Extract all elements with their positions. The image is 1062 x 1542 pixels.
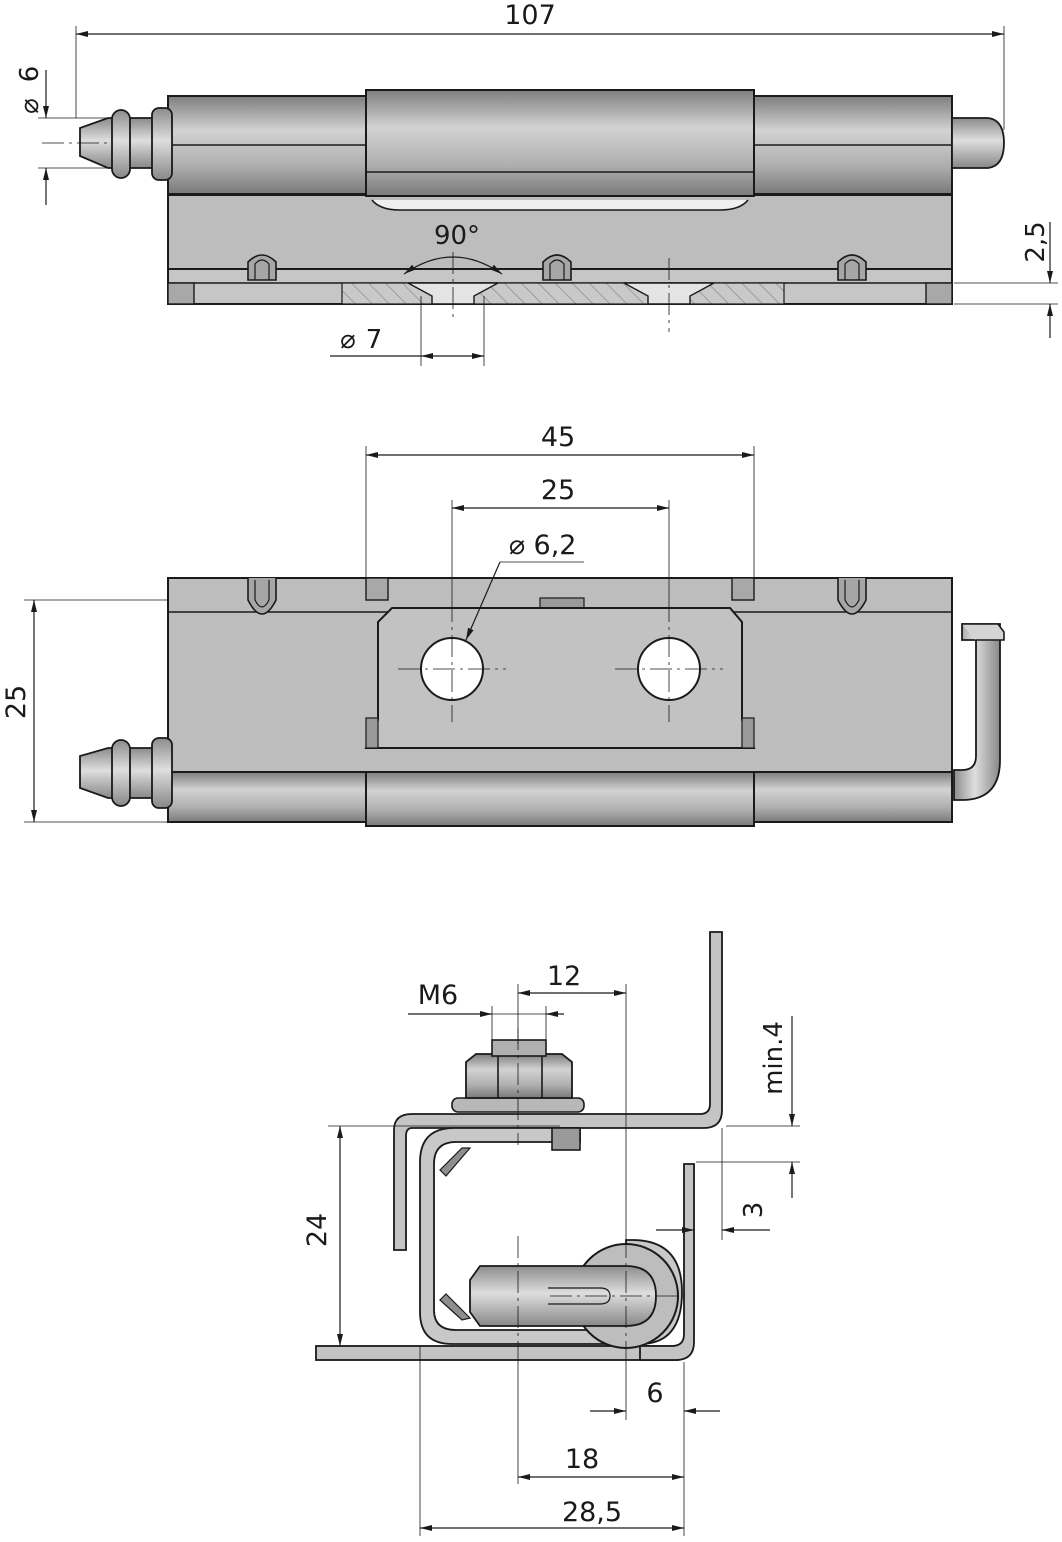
- dim-countersink-angle: 90°: [434, 221, 480, 251]
- front-view: 45 25 ⌀ 6,2 25: [1, 422, 1005, 827]
- top-view: 107 ⌀ 6 90° ⌀ 7 2,5: [15, 0, 1058, 366]
- inner-leaf-section: [419, 1127, 683, 1345]
- dim-center-distance: 18: [565, 1444, 599, 1475]
- dim-thread-offset: 12: [547, 961, 581, 992]
- dim-section-height: 24: [302, 1213, 333, 1247]
- diameter-symbol: ⌀: [15, 98, 45, 114]
- hex-nut-icon: [465, 1053, 573, 1099]
- dim-hole-diameter: 6,2: [534, 530, 577, 561]
- diameter-symbol: ⌀: [340, 325, 356, 355]
- front-barrel-left: [167, 771, 367, 823]
- dim-hole-spacing: 25: [541, 475, 575, 506]
- dim-clearance: 3: [739, 1202, 769, 1219]
- section-hatch: [341, 282, 785, 305]
- dim-min-gap: min.4: [759, 1021, 789, 1095]
- dim-pin-diameter: 6: [15, 66, 45, 83]
- dim-total-depth: 28,5: [562, 1497, 622, 1528]
- dim-thread: M6: [418, 980, 458, 1011]
- right-bracket: [639, 1163, 695, 1361]
- pin-ring: [111, 109, 131, 179]
- side-view: 12 M6 min.4 3 24 6 18: [302, 931, 800, 1536]
- knuckle-center: [365, 89, 755, 197]
- dim-leaf-width: 45: [541, 422, 575, 453]
- dim-countersink-diameter: 7: [366, 325, 383, 355]
- rivet-icon: [247, 578, 277, 615]
- dim-height: 25: [1, 685, 32, 719]
- pin-right: [951, 117, 1005, 169]
- rivet-icon: [542, 254, 572, 281]
- rivet-icon: [837, 254, 867, 281]
- dim-overall-length: 107: [504, 0, 556, 31]
- rivet-icon: [837, 578, 867, 615]
- rivet-icon: [247, 254, 277, 281]
- spacer-block: [551, 1127, 581, 1151]
- pin-right-bent: [953, 623, 1001, 801]
- diameter-symbol: ⌀: [509, 530, 525, 561]
- upper-bracket: [393, 931, 723, 1251]
- dim-sheet-thickness: 2,5: [1021, 221, 1051, 262]
- bolt-end: [491, 1039, 547, 1057]
- dim-pin-offset: 6: [646, 1378, 663, 1409]
- front-barrel-right: [753, 771, 953, 823]
- front-barrel-center: [365, 771, 755, 827]
